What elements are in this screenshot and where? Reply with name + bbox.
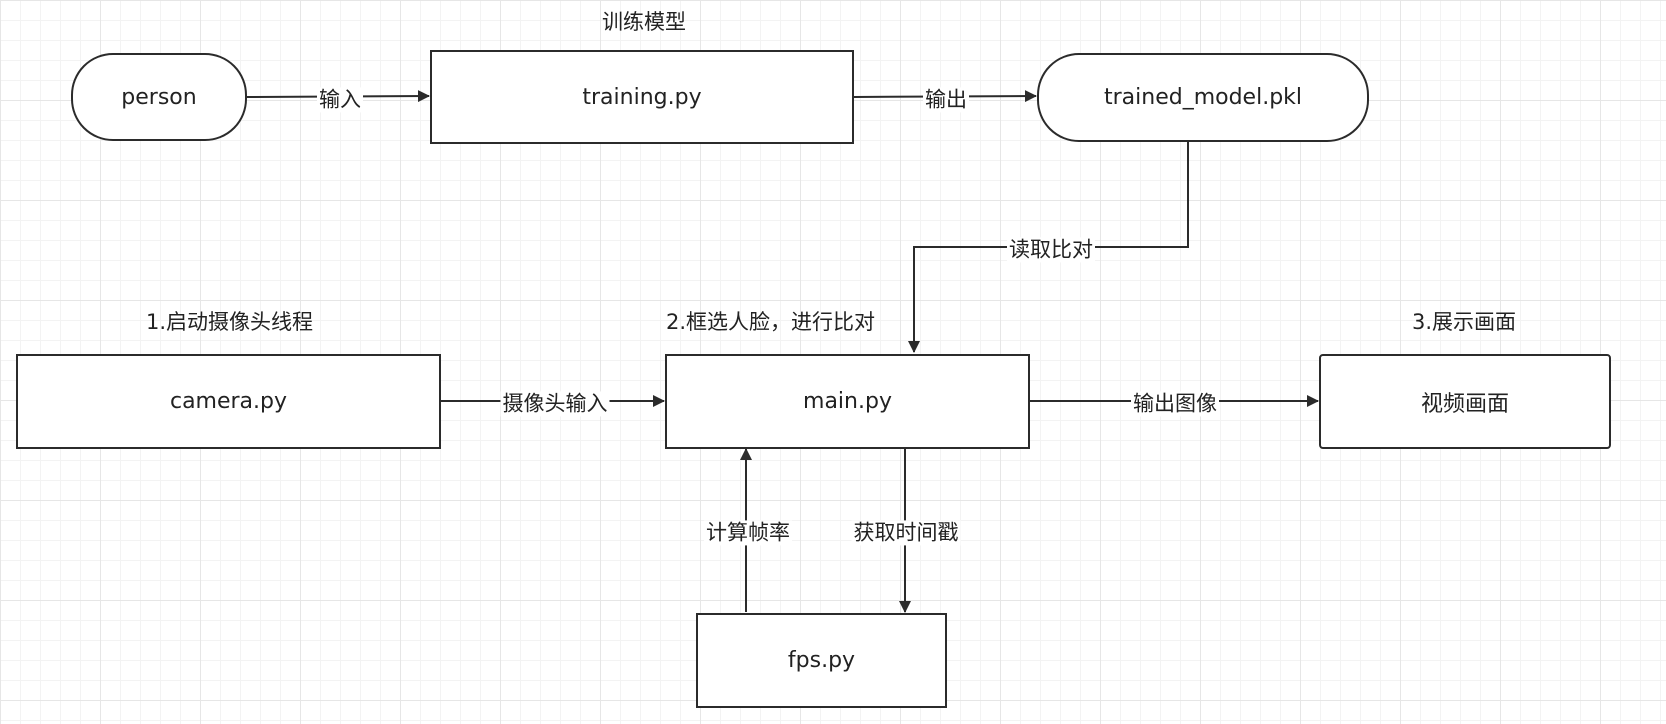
node-fps-py[interactable]: fps.py — [696, 613, 947, 708]
node-person[interactable]: person — [71, 53, 247, 141]
node-camera-py[interactable]: camera.py — [16, 354, 441, 449]
label-input: 输入 — [317, 87, 363, 113]
label-output-image: 输出图像 — [1131, 391, 1219, 417]
node-video-display[interactable]: 视频画面 — [1319, 354, 1611, 449]
label-read-compare: 读取比对 — [1007, 237, 1095, 263]
node-trained-model-pkl[interactable]: trained_model.pkl — [1037, 53, 1369, 142]
caption-start-camera-thread: 1.启动摄像头线程 — [146, 310, 314, 334]
label-camera-input: 摄像头输入 — [500, 391, 610, 417]
label-get-timestamp: 获取时间戳 — [851, 520, 961, 546]
label-calc-fps: 计算帧率 — [704, 520, 792, 546]
caption-face-compare: 2.框选人脸，进行比对 — [666, 310, 876, 334]
node-main-py[interactable]: main.py — [665, 354, 1030, 449]
node-training-py[interactable]: training.py — [430, 50, 854, 144]
caption-train-model: 训练模型 — [602, 10, 686, 34]
label-output: 输出 — [923, 87, 969, 113]
caption-show-video: 3.展示画面 — [1412, 310, 1517, 334]
